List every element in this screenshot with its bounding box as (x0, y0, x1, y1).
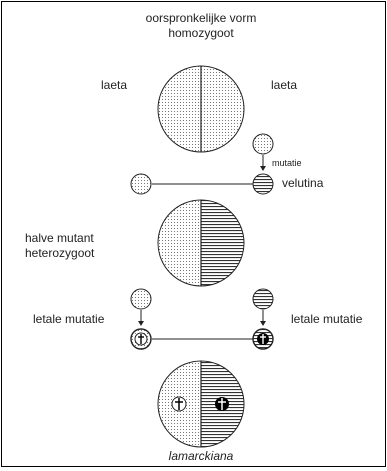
lethal-arrow-right (260, 310, 266, 326)
mutation-arrow (260, 155, 266, 171)
lethal-mutation-right-label: letale mutatie (291, 312, 363, 326)
heterozygous-circle (157, 199, 245, 287)
lethal-mutation-left-label: letale mutatie (33, 312, 105, 326)
lethal-gamete-right (252, 328, 274, 350)
velutina-label: velutina (282, 176, 324, 190)
gamete-laeta-left (130, 173, 152, 195)
lethal-gamete-left (130, 328, 152, 350)
lethal-arrow-left (138, 310, 144, 326)
mutation-label: mutatie (272, 158, 302, 168)
half-mutant-line1: halve mutant (25, 231, 94, 245)
lamarckiana-label: lamarckiana (168, 449, 234, 463)
title-line2: homozygoot (168, 26, 234, 40)
lamarckiana-circle (157, 360, 245, 448)
gamete-velutina (252, 173, 274, 195)
cross-icon (138, 334, 144, 344)
homozygous-circle (157, 65, 245, 153)
cross-icon (171, 396, 187, 412)
laeta-left-label: laeta (101, 78, 128, 92)
gamete-laeta-lethal-left (130, 288, 152, 310)
gamete-laeta-top-right (252, 133, 274, 155)
laeta-right-label: laeta (271, 78, 298, 92)
title-line1: oorspronkelijke vorm (145, 11, 257, 25)
cross-icon (215, 397, 229, 411)
gamete-velutina-lethal-right (252, 288, 274, 310)
cross-icon (260, 334, 266, 344)
half-mutant-line2: heterozygoot (25, 246, 95, 260)
